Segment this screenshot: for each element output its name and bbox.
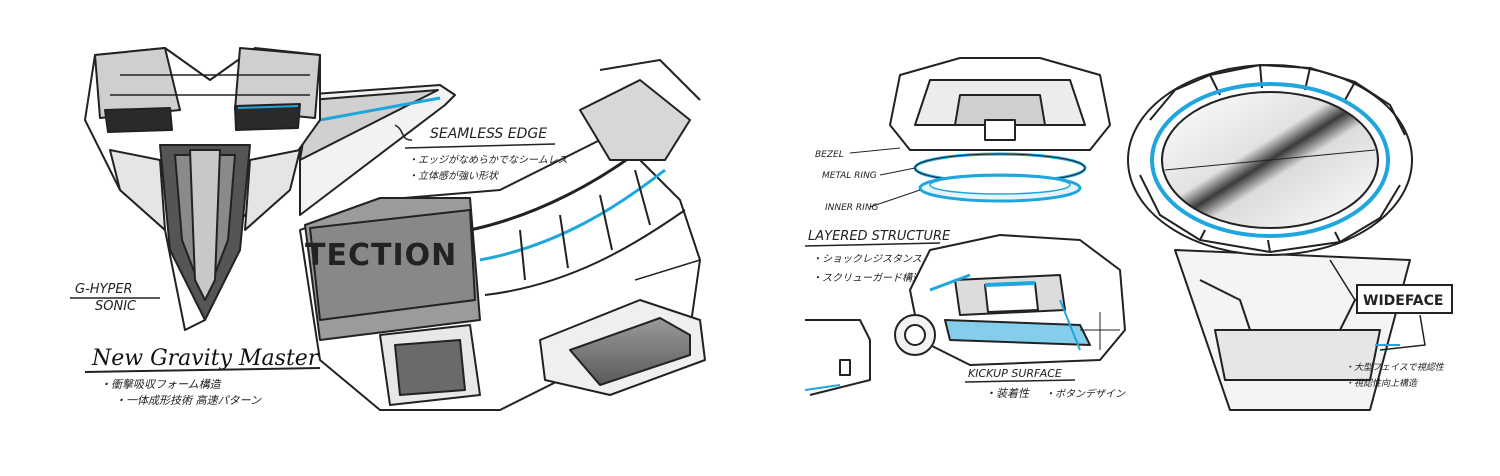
kickup-annotation: KICKUP SURFACE ・装着性 ・ボタンデザイン	[964, 367, 1126, 400]
title-block: New Gravity Master ・衝撃吸収フォーム構造 ・一体成形技術 高…	[84, 346, 321, 407]
title-note-2: ・一体成形技術 高速パターン	[115, 394, 262, 407]
case-front-view	[84, 47, 456, 331]
wideface-label: WIDEFACE	[1363, 293, 1443, 309]
page-title: New Gravity Master	[91, 346, 320, 371]
right-sketch-panel: BEZEL METAL RING INNER RING LAYERED STRU…	[804, 57, 1453, 411]
kickup-note-2: ・ボタンデザイン	[1045, 388, 1126, 400]
layered-heading: LAYERED STRUCTURE	[808, 229, 951, 244]
wideface-note-2: ・視認性向上構造	[1345, 378, 1418, 389]
bezel-label: BEZEL	[815, 150, 844, 160]
wideface-note-1: ・大型フェイスで視認性	[1345, 362, 1445, 373]
g-hyper-line-2: SONIC	[95, 299, 137, 314]
inner-ring-label: INNER RING	[825, 203, 879, 213]
wideface-annotation: WIDEFACE ・大型フェイスで視認性 ・視認性向上構造	[1329, 259, 1453, 389]
layered-structure-annotation: LAYERED STRUCTURE ・ショックレジスタンス ・スクリューガード構…	[804, 229, 951, 284]
seamless-edge-annotation: SEAMLESS EDGE ・エッジがなめらかでなシームレス ・立体感が強い形状	[394, 124, 568, 182]
seamless-edge-note-1: ・エッジがなめらかでなシームレス	[408, 154, 568, 166]
kickup-note-1: ・装着性	[985, 387, 1030, 400]
seamless-edge-note-2: ・立体感が強い形状	[408, 170, 499, 182]
layered-note-2: ・スクリューガード構造	[812, 272, 923, 284]
metal-ring-label: METAL RING	[822, 171, 877, 181]
watch-face-perspective	[1127, 64, 1413, 411]
title-note-1: ・衝撃吸収フォーム構造	[100, 378, 222, 391]
case-side-perspective	[299, 59, 706, 411]
seamless-edge-heading: SEAMLESS EDGE	[430, 126, 547, 142]
ring-labels: BEZEL METAL RING INNER RING	[815, 147, 921, 213]
layered-note-1: ・ショックレジスタンス	[812, 253, 922, 265]
kickup-heading: KICKUP SURFACE	[968, 367, 1062, 380]
g-hyper-line-1: G-HYPER	[75, 282, 133, 297]
g-hyper-label: G-HYPER SONIC	[70, 282, 160, 314]
protection-text: TECTION	[305, 238, 457, 273]
left-sketch-panel: G-HYPER SONIC New Gravity Master ・衝撃吸収フォ…	[70, 47, 706, 411]
bezel-exploded-view	[889, 57, 1111, 203]
case-side-profile	[804, 234, 1126, 396]
wideface-box	[1356, 284, 1453, 314]
